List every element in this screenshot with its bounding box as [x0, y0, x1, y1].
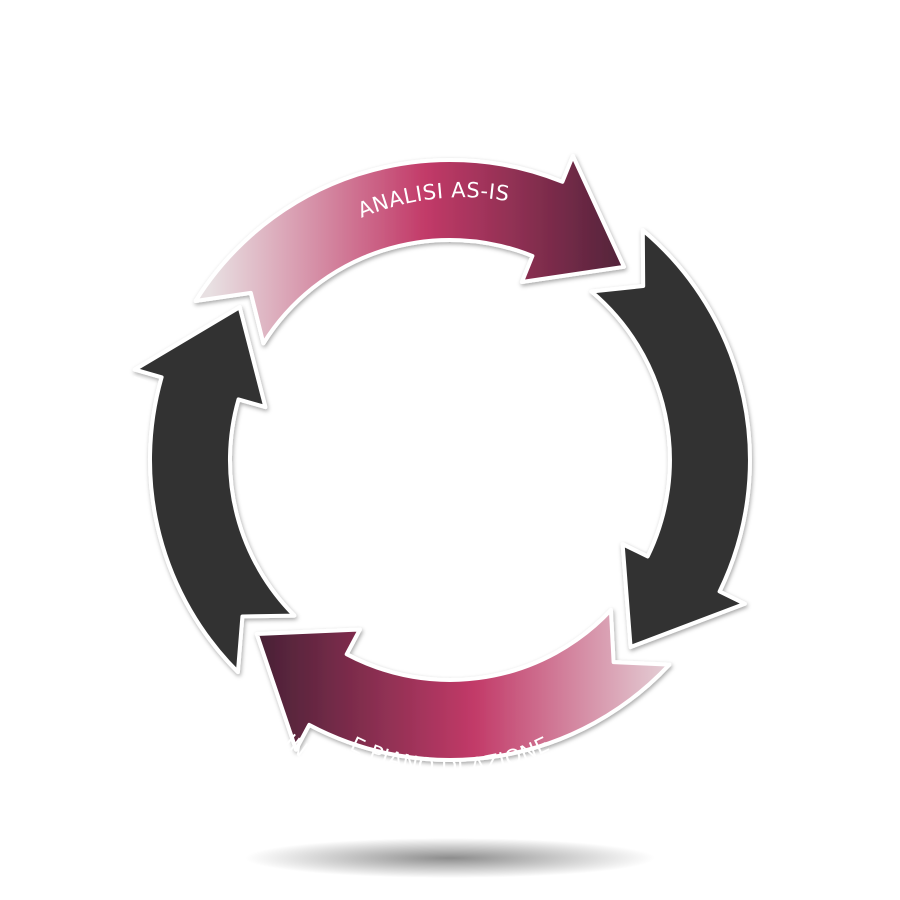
- step-right-label-line2: DA MIGLIORARE: [832, 369, 871, 543]
- arrow-bottom: [254, 608, 672, 762]
- step-right-label-line1: IDENTIFICAZIONE PROCESSI: [869, 308, 900, 603]
- floor-shadow: [245, 838, 655, 878]
- step-left: ANALISI E OTTIMIZZAZIONE DEI PROCESSI: [36, 287, 154, 593]
- arrows-group: [132, 153, 752, 762]
- step-left-label-line1: ANALISI E OTTIMIZZAZIONE: [36, 287, 103, 593]
- step-right: IDENTIFICAZIONE PROCESSI DA MIGLIORARE: [832, 308, 900, 603]
- arrow-left: [132, 305, 297, 675]
- arrow-top: [193, 153, 626, 346]
- arrow-right: [589, 228, 752, 649]
